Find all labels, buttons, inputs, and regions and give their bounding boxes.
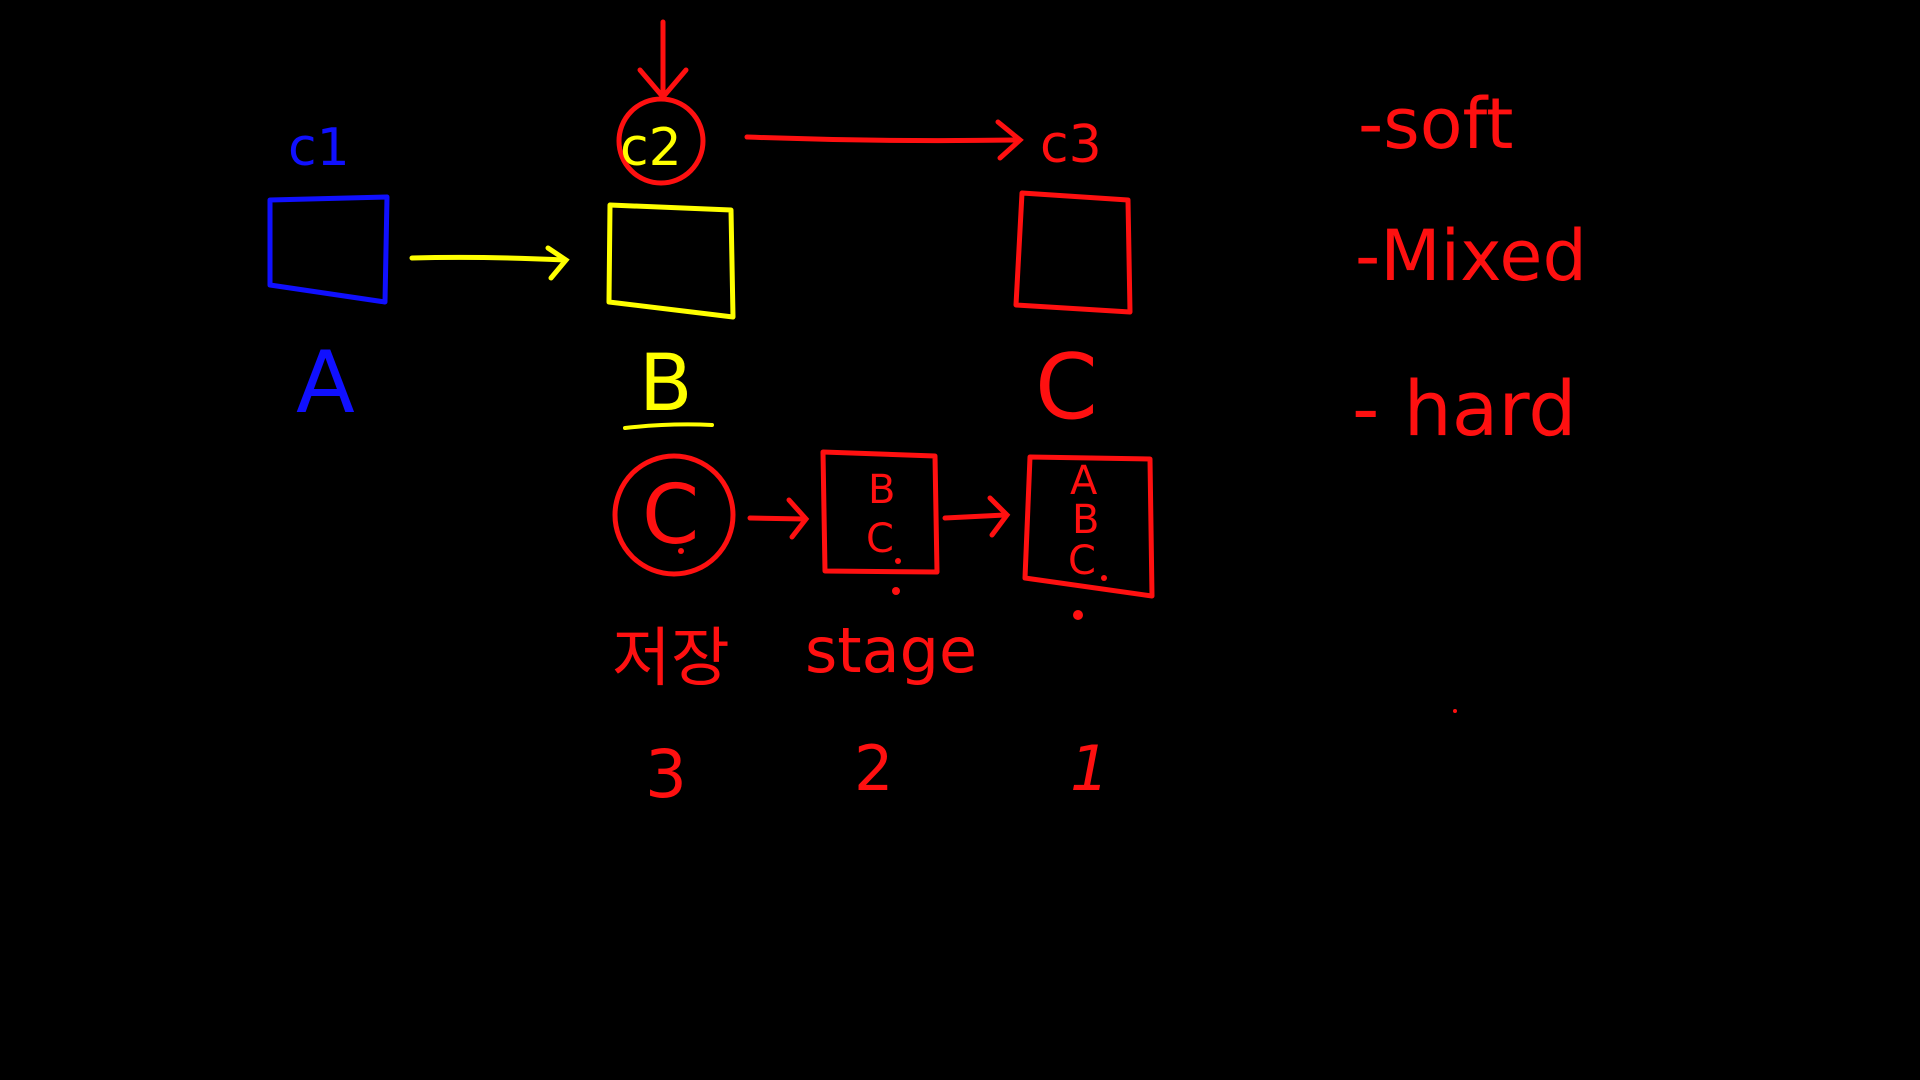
box-c — [1013, 190, 1133, 315]
head-circle — [616, 96, 706, 186]
arrow-a-to-b — [409, 245, 570, 281]
box-a-label: A — [296, 333, 355, 433]
option-soft: -soft — [1358, 83, 1513, 165]
box-b — [606, 202, 736, 320]
staging-label: stage — [805, 614, 977, 687]
repo-box-line2: B — [1072, 497, 1099, 543]
stage-box-line2: C — [866, 516, 894, 562]
commit-c3-label: c3 — [1040, 115, 1102, 175]
stray-dot — [1453, 709, 1457, 713]
commit-c2-label: c2 — [620, 118, 682, 178]
repository-number: 1 — [1070, 732, 1109, 805]
working-number: 3 — [645, 736, 687, 813]
commit-c1-label: c1 — [288, 118, 350, 178]
box-b-label: B — [639, 339, 693, 429]
stage-box-dot — [895, 558, 901, 564]
option-mixed: -Mixed — [1355, 215, 1587, 297]
stage-below-dot — [892, 587, 900, 595]
working-label: 저장 — [612, 622, 730, 696]
repo-box — [1022, 454, 1155, 599]
repo-box-dot — [1101, 575, 1107, 581]
staging-number: 2 — [854, 732, 893, 805]
box-c-label: C — [1035, 335, 1098, 440]
stage-box-line1: B — [868, 467, 895, 513]
working-dot — [678, 548, 684, 554]
working-circle — [612, 453, 736, 577]
repo-box-line1: A — [1070, 458, 1098, 504]
option-hard: - hard — [1352, 364, 1576, 453]
repo-below-dot — [1073, 610, 1083, 620]
box-a — [267, 194, 390, 305]
working-letter: C — [642, 468, 699, 563]
stage-box — [820, 449, 940, 575]
repo-box-line3: C — [1068, 538, 1096, 584]
box-b-underline — [623, 422, 714, 430]
arrow-c2-to-c3 — [744, 119, 1024, 161]
arrow-working-to-stage — [747, 497, 810, 540]
arrow-stage-to-repo — [942, 495, 1011, 538]
